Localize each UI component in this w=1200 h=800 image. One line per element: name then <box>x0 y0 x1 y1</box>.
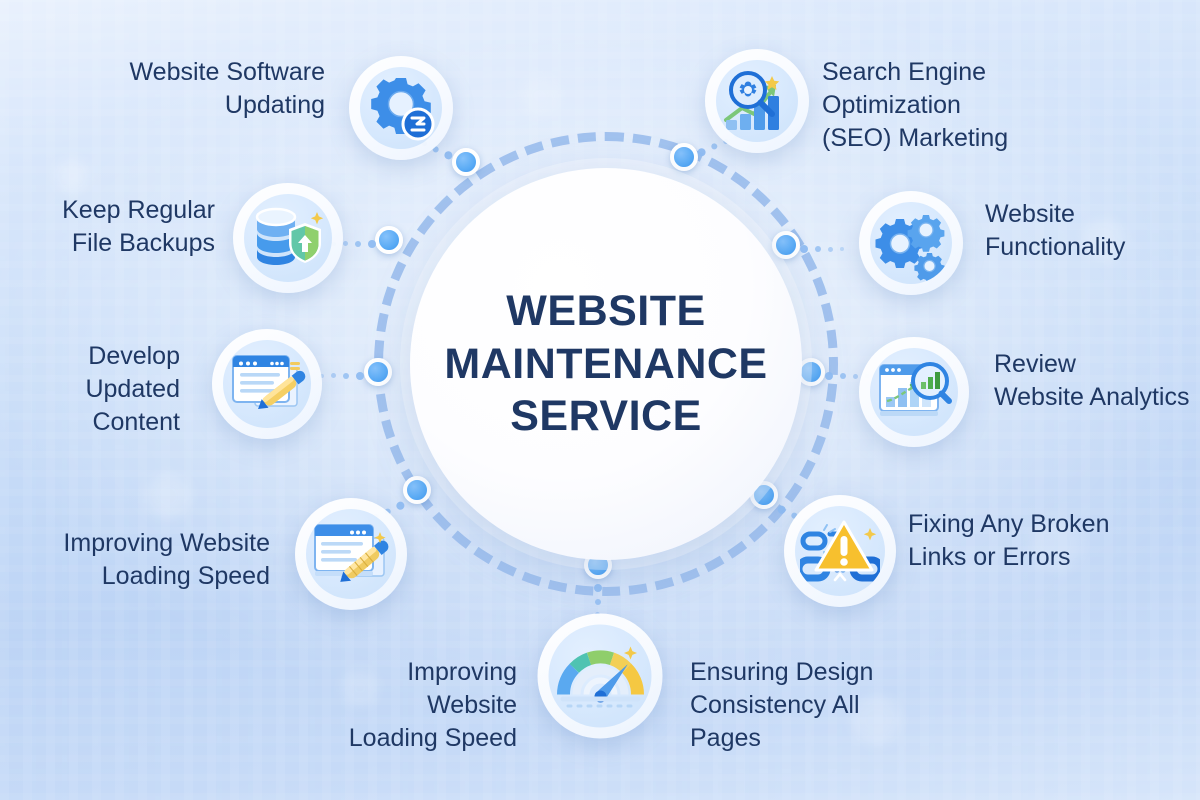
label-design-consistency: Ensuring Design Consistency All Pages <box>690 658 874 752</box>
connector-dots-4 <box>800 245 844 253</box>
label-review-analytics: Review Website Analytics <box>994 350 1190 411</box>
label-website-functionality: Website Functionality <box>985 200 1126 261</box>
icon-bubble-review-analytics[interactable] <box>859 337 969 447</box>
dashboard-magnifier-icon <box>879 362 952 416</box>
label-website-software-updating: Website Software Updating <box>129 58 325 119</box>
label-develop-content: Develop Updated Content <box>85 342 180 436</box>
icon-bubble-inner <box>870 202 952 284</box>
icon-bubble-website-software-updating[interactable] <box>349 56 453 160</box>
label-loading-speed-left: Improving Website Loading Speed <box>63 529 270 590</box>
magnifier-chart-icon <box>724 71 780 130</box>
label-loading-speed-bottom: Improving Website Loading Speed <box>348 658 517 752</box>
orbit-node-1 <box>452 148 480 176</box>
icon-bubble-inner <box>223 340 311 428</box>
orbit-node-4 <box>772 231 800 259</box>
center-hub: WEBSITE MAINTENANCE SERVICE <box>410 168 802 560</box>
icon-bubble-inner <box>795 506 885 596</box>
label-broken-links: Fixing Any Broken Links or Errors <box>908 510 1110 571</box>
database-shield-icon <box>255 207 324 265</box>
icon-bubble-inner <box>306 509 396 599</box>
page-title: WEBSITE MAINTENANCE SERVICE <box>444 285 767 442</box>
gear-refresh-icon <box>371 78 435 141</box>
broken-link-warning-icon <box>800 520 880 582</box>
orbit-node-2 <box>670 143 698 171</box>
icon-bubble-broken-links[interactable] <box>784 495 896 607</box>
icon-bubble-website-functionality[interactable] <box>859 191 963 295</box>
gears-icon <box>875 215 945 281</box>
icon-bubble-develop-content[interactable] <box>212 329 322 439</box>
document-pencil-icon <box>232 355 306 410</box>
icon-bubble-loading-speed-left[interactable] <box>295 498 407 610</box>
orbit-node-7 <box>403 476 431 504</box>
label-file-backups: Keep Regular File Backups <box>62 196 215 257</box>
orbit-node-3 <box>375 226 403 254</box>
icon-bubble-inner <box>244 194 332 282</box>
title-line-3: SERVICE <box>510 392 702 441</box>
orbit-node-5 <box>364 358 392 386</box>
browser-pencil-icon <box>314 524 389 582</box>
icon-bubble-inner <box>716 60 798 142</box>
title-line-2: MAINTENANCE <box>444 339 768 388</box>
title-line-1: WEBSITE <box>506 287 706 336</box>
icon-bubble-inner <box>870 348 958 436</box>
connector-dots-5 <box>320 372 364 380</box>
icon-bubble-seo-marketing[interactable] <box>705 49 809 153</box>
icon-bubble-inner <box>548 624 652 728</box>
label-seo-marketing: Search Engine Optimization (SEO) Marketi… <box>822 58 1009 152</box>
icon-bubble-file-backups[interactable] <box>233 183 343 293</box>
icon-bubble-inner <box>360 67 442 149</box>
speedometer-icon <box>556 646 644 707</box>
icon-bubble-speedometer[interactable] <box>537 613 663 739</box>
